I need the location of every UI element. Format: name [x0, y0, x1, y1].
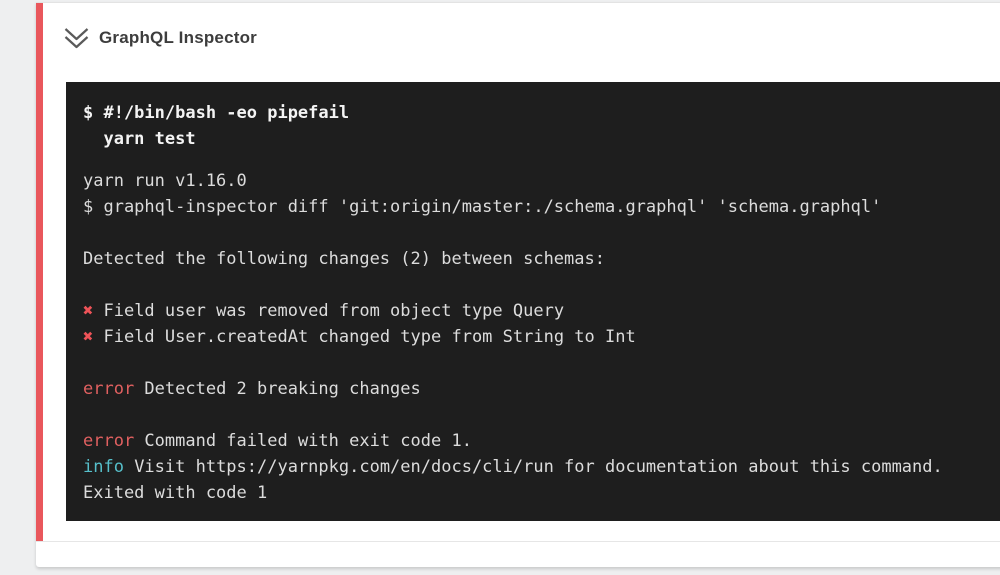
terminal-line: $ #!/bin/bash -eo pipefail — [83, 103, 350, 123]
terminal-line: Exited with code 1 — [83, 483, 268, 503]
chevron-double-down-icon[interactable] — [63, 26, 90, 50]
terminal-line — [83, 272, 1000, 298]
step-card: GraphQL Inspector $ #!/bin/bash -eo pipe… — [36, 2, 1000, 567]
terminal-line: yarn test — [83, 129, 196, 149]
step-title: GraphQL Inspector — [99, 28, 258, 47]
terminal-line: yarn run v1.16.0 — [83, 171, 247, 191]
terminal-line: Detected the following changes (2) betwe… — [83, 249, 605, 269]
terminal-output: $ #!/bin/bash -eo pipefail yarn test yar… — [66, 82, 1000, 521]
terminal-line — [83, 220, 1000, 246]
terminal-line: info Visit https://yarnpkg.com/en/docs/c… — [83, 457, 943, 477]
terminal-line: ✖ Field user was removed from object typ… — [83, 301, 565, 321]
terminal-line: error Command failed with exit code 1. — [83, 431, 472, 451]
terminal-command-block: $ #!/bin/bash -eo pipefail yarn test — [83, 100, 1000, 152]
failed-step-section: GraphQL Inspector $ #!/bin/bash -eo pipe… — [36, 3, 1000, 542]
terminal-output-block: yarn run v1.16.0 $ graphql-inspector diff… — [83, 168, 1000, 506]
terminal-line — [83, 402, 1000, 428]
terminal-line: ✖ Field User.createdAt changed type from… — [83, 327, 636, 347]
terminal-line — [83, 350, 1000, 376]
failed-step-accent-bar — [36, 3, 43, 541]
step-header[interactable]: GraphQL Inspector — [43, 3, 1000, 50]
terminal-line: error Detected 2 breaking changes — [83, 379, 421, 399]
terminal-line: $ graphql-inspector diff 'git:origin/mas… — [83, 197, 882, 217]
